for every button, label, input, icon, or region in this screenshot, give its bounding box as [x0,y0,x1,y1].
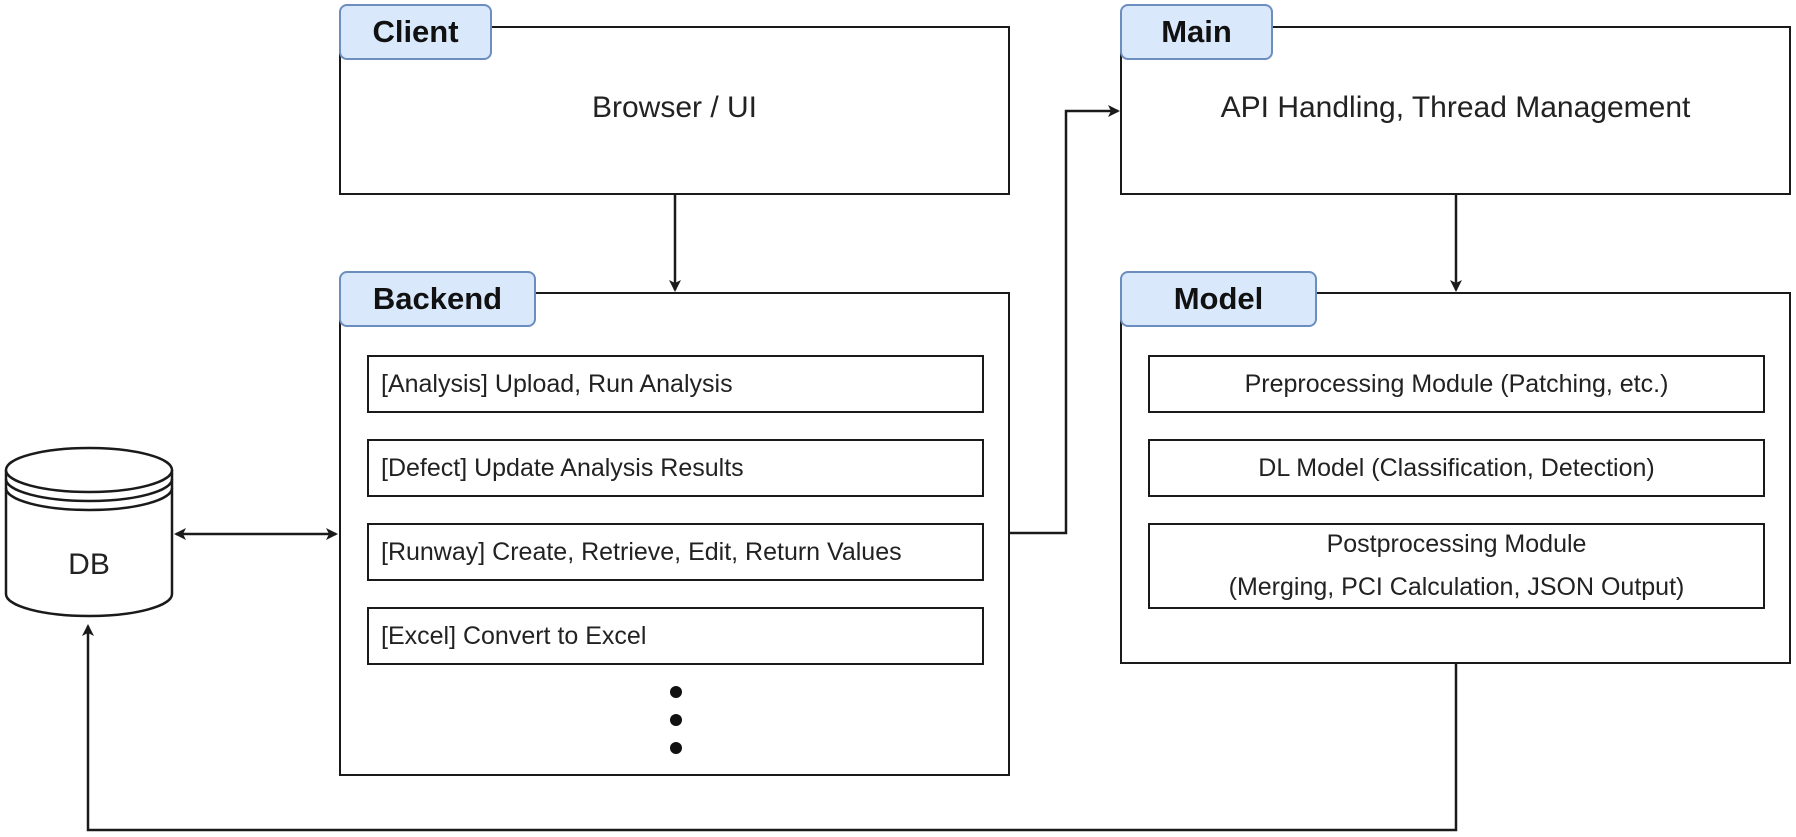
db-label: DB [68,548,110,581]
client-tab: Client [339,4,492,60]
postprocessing-detail: (Merging, PCI Calculation, JSON Output) [1228,573,1685,601]
arrow-model-to-db [82,624,1458,832]
backend-item-runway: [Runway] Create, Retrieve, Edit, Return … [367,523,984,581]
backend-item-excel: [Excel] Convert to Excel [367,607,984,665]
backend-tab: Backend [339,271,536,327]
ellipsis-dot [670,686,682,698]
backend-item-defect: [Defect] Update Analysis Results [367,439,984,497]
arrow-backend-to-main [1010,105,1120,535]
model-item-preprocessing: Preprocessing Module (Patching, etc.) [1148,355,1765,413]
main-content: API Handling, Thread Management [1220,91,1691,124]
postprocessing-title: Postprocessing Module [1326,530,1587,558]
model-item-dl-model: DL Model (Classification, Detection) [1148,439,1765,497]
backend-box: [Analysis] Upload, Run Analysis [Defect]… [339,292,1010,776]
ellipsis-dot [670,742,682,754]
model-item-postprocessing: Postprocessing Module (Merging, PCI Calc… [1148,523,1765,609]
model-box: Preprocessing Module (Patching, etc.) DL… [1120,292,1791,664]
main-tab: Main [1120,4,1273,60]
client-content: Browser / UI [591,91,758,124]
model-tab: Model [1120,271,1317,327]
backend-item-analysis: [Analysis] Upload, Run Analysis [367,355,984,413]
database-cylinder-icon [4,446,174,618]
ellipsis-dot [670,714,682,726]
